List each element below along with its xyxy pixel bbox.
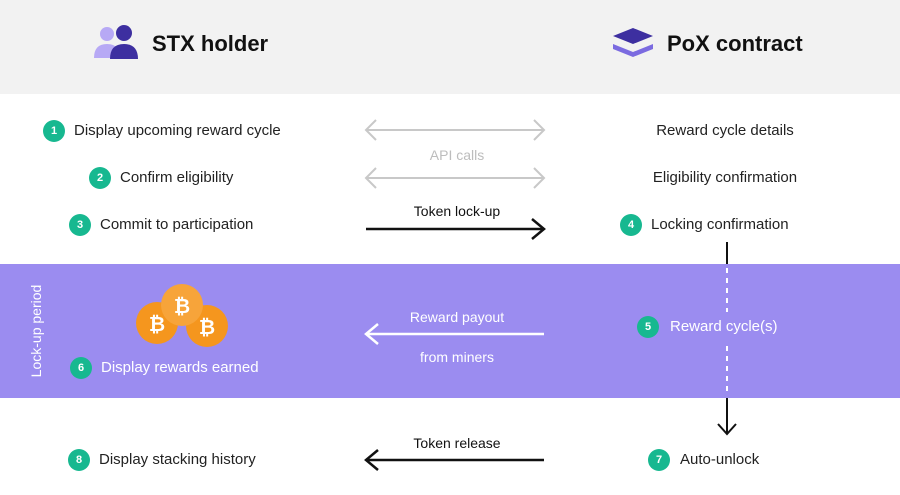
step-6-text: Display rewards earned bbox=[101, 359, 259, 376]
reward-cycle-details-label: Reward cycle details bbox=[656, 122, 794, 139]
reward-payout-label: Reward payout bbox=[409, 309, 505, 325]
step-badge-7: 7 bbox=[648, 449, 670, 471]
step-3-text: Commit to participation bbox=[100, 216, 254, 233]
vertical-timeline bbox=[717, 242, 737, 436]
step-8-text: Display stacking history bbox=[99, 451, 256, 468]
token-lockup-label: Token lock-up bbox=[413, 203, 501, 219]
header-band bbox=[0, 0, 900, 94]
step-badge-8: 8 bbox=[68, 449, 90, 471]
token-lockup-arrow bbox=[366, 218, 546, 240]
step-badge-3: 3 bbox=[69, 214, 91, 236]
step-5-text: Reward cycle(s) bbox=[670, 318, 778, 335]
step-2-text: Confirm eligibility bbox=[120, 169, 234, 186]
stx-holder-title: STX holder bbox=[152, 31, 269, 56]
step-7-text: Auto-unlock bbox=[680, 451, 760, 468]
step-badge-2: 2 bbox=[89, 167, 111, 189]
pox-contract-title: PoX contract bbox=[667, 31, 803, 56]
users-icon bbox=[94, 25, 138, 59]
step-badge-6: 6 bbox=[70, 357, 92, 379]
step-badge-5: 5 bbox=[637, 316, 659, 338]
step-badge-1: 1 bbox=[43, 120, 65, 142]
from-miners-label: from miners bbox=[420, 349, 494, 365]
api-calls-label: API calls bbox=[429, 147, 485, 163]
api-arrow-1 bbox=[364, 119, 546, 141]
reward-payout-arrow bbox=[364, 323, 544, 345]
layers-icon bbox=[613, 28, 653, 57]
step-badge-4: 4 bbox=[620, 214, 642, 236]
svg-text:₿: ₿ bbox=[149, 312, 165, 336]
eligibility-confirmation-label: Eligibility confirmation bbox=[652, 169, 798, 186]
svg-text:₿: ₿ bbox=[174, 294, 190, 318]
token-release-label: Token release bbox=[413, 435, 501, 451]
svg-text:₿: ₿ bbox=[199, 315, 215, 339]
step-1-text: Display upcoming reward cycle bbox=[74, 122, 281, 139]
lockup-period-label: Lock-up period bbox=[28, 284, 44, 378]
step-4-text: Locking confirmation bbox=[651, 216, 789, 233]
api-arrow-2 bbox=[364, 167, 546, 189]
bitcoin-coins-icon: ₿ ₿ ₿ bbox=[136, 284, 228, 347]
token-release-arrow bbox=[364, 449, 544, 471]
